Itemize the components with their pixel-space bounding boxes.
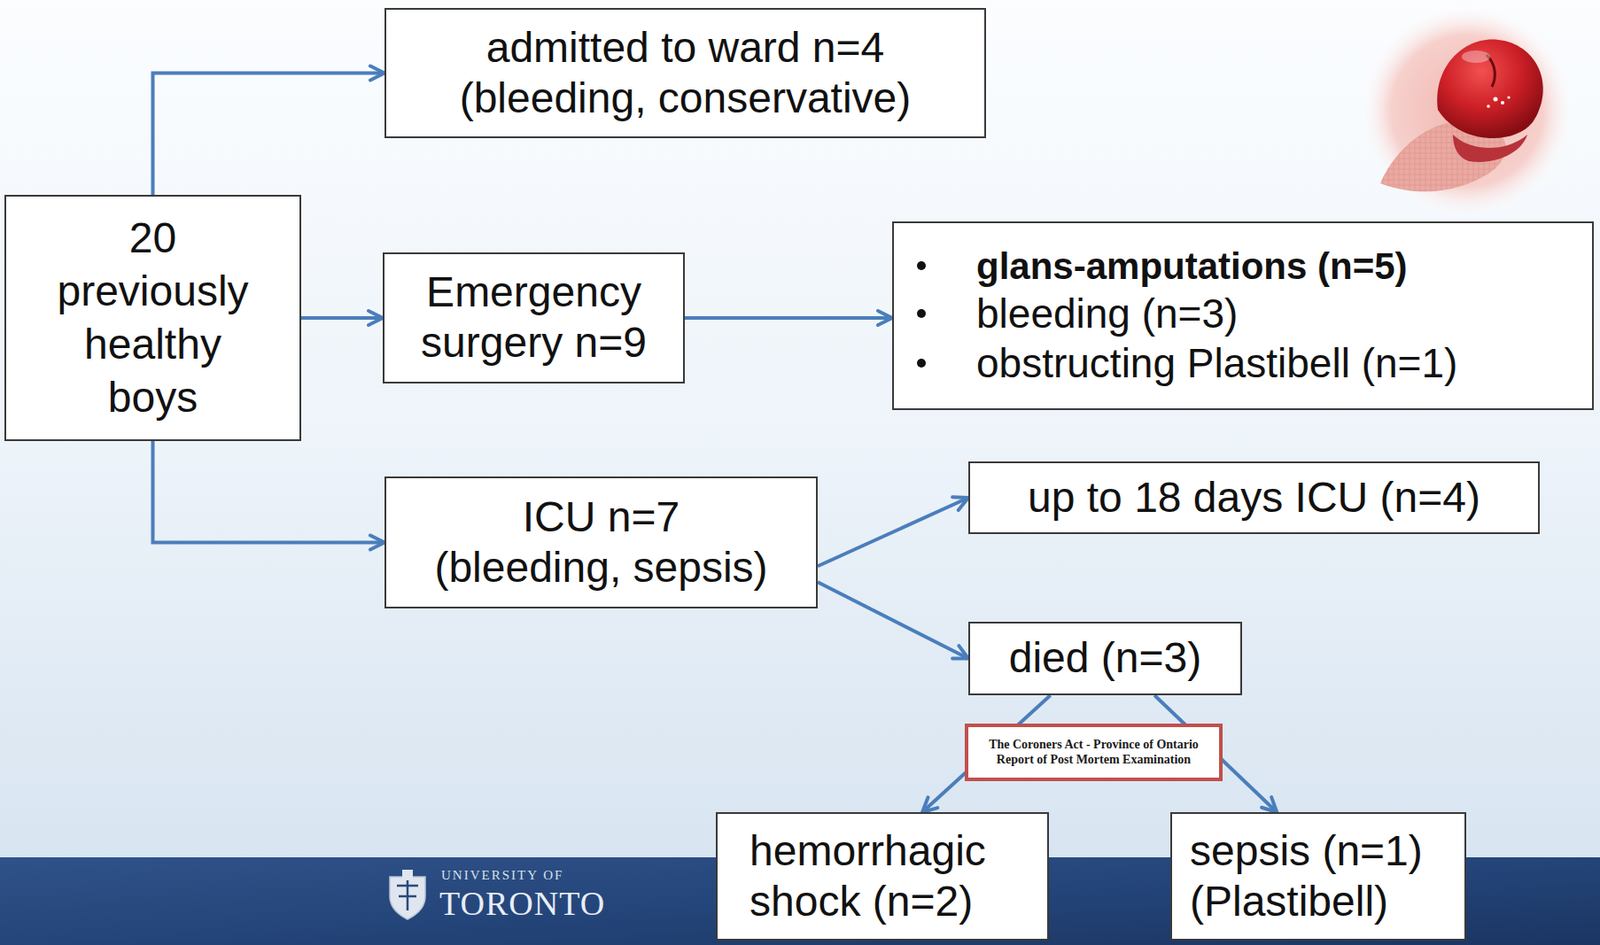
bullet-item: bleeding (n=3) [916,288,1238,339]
connector-arrow [817,582,969,659]
node-text: died (n=3) [1009,633,1202,684]
university-name: TORONTO [439,884,606,924]
node-text: The Coroners Act - Province of Ontario R… [978,737,1211,767]
node-text: Emergency surgery n=9 [405,267,663,368]
bullet-dot [916,261,926,271]
bullet-text: glans-amputations (n=5) [976,243,1408,289]
node-text: admitted to ward n=4 (bleeding, conserva… [428,23,943,124]
glans-illustration [1353,1,1581,220]
outcome-box: sepsis (n=1) (Plastibell) [1170,812,1467,941]
report-stamp: The Coroners Act - Province of Ontario R… [964,723,1223,782]
university-name: UNIVERSITY OF [441,868,564,884]
node-text: ICU n=7 (bleeding, sepsis) [429,492,774,593]
node-text: up to 18 days ICU (n=4) [1027,473,1481,524]
connector-arrow [153,441,386,544]
bullet-item: obstructing Plastibell (n=1) [916,338,1458,389]
process-box: ICU n=7 (bleeding, sepsis) [384,476,818,609]
bullet-text: bleeding (n=3) [976,288,1238,339]
outcome-box: up to 18 days ICU (n=4) [968,461,1540,535]
outcome-box: died (n=3) [968,621,1243,696]
university-crest [389,869,426,920]
node-text: hemorrhagic shock (n=2) [749,826,1016,927]
bullet-dot [916,358,926,368]
outcome-box: admitted to ward n=4 (bleeding, conserva… [384,7,987,139]
connector-arrow [301,316,383,320]
connector-arrow [684,316,893,320]
bullet-item: glans-amputations (n=5) [916,243,1408,289]
connector-arrow [153,73,386,196]
node-text: 20 previously healthy boys [42,211,265,425]
start-box: 20 previously healthy boys [4,194,302,442]
bullet-dot [916,309,926,319]
outcome-box: hemorrhagic shock (n=2) [715,812,1049,941]
process-box: Emergency surgery n=9 [382,252,685,384]
node-text: sepsis (n=1) (Plastibell) [1189,826,1447,927]
bullet-text: obstructing Plastibell (n=1) [976,338,1458,389]
connector-arrow [817,497,969,567]
bullet-list-box: glans-amputations (n=5)bleeding (n=3)obs… [892,221,1594,411]
